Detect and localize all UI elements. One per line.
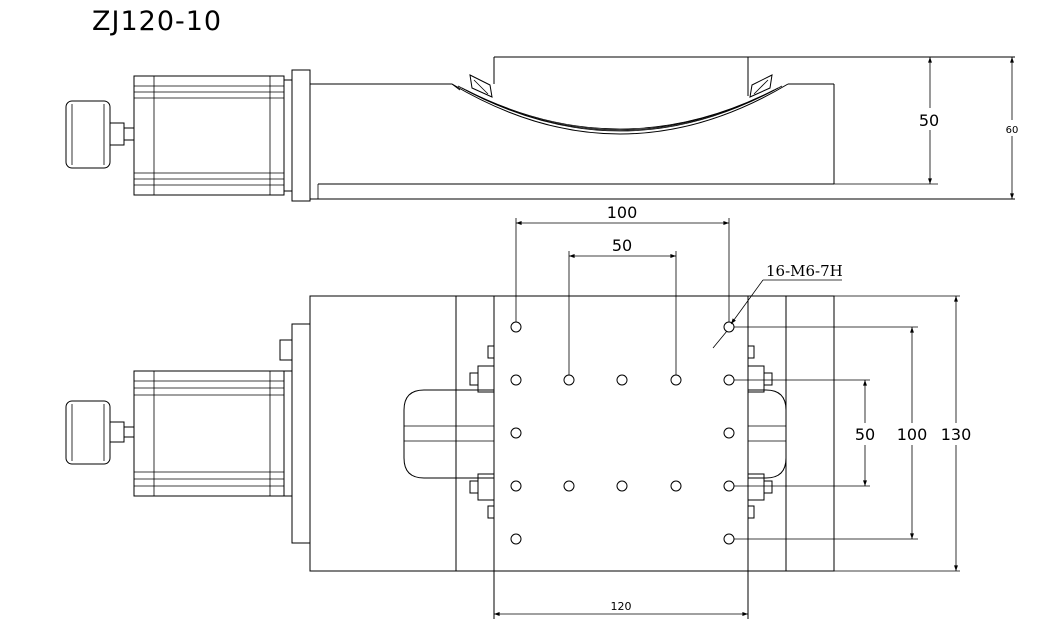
- hole: [563, 480, 575, 492]
- top-knob: [65, 400, 135, 465]
- hole: [723, 480, 735, 492]
- hole: [670, 480, 682, 492]
- hole: [616, 374, 628, 386]
- hole: [510, 533, 522, 545]
- dim-right-100: 100: [897, 425, 928, 444]
- thread-callout: 16-M6-7H: [766, 262, 843, 280]
- hole: [616, 480, 628, 492]
- side-base: [310, 83, 1015, 200]
- dim-right-130: 130: [941, 425, 972, 444]
- hole: [510, 321, 522, 333]
- top-table: [493, 296, 749, 619]
- drawing-title: ZJ120-10: [92, 6, 223, 37]
- side-knob: [65, 100, 135, 169]
- hole: [723, 374, 735, 386]
- top-base: [309, 295, 960, 572]
- dim-side-60: 60: [1006, 125, 1019, 136]
- side-table: [451, 56, 1015, 135]
- dim-right-50: 50: [855, 425, 875, 444]
- hole: [563, 374, 575, 386]
- top-motor: [133, 323, 311, 544]
- side-view: [65, 56, 1015, 202]
- dimension-labels: 50 60 100 50 16-M6-7H 50 100 130 120: [607, 108, 1024, 613]
- hole: [723, 533, 735, 545]
- side-motor: [133, 69, 311, 202]
- dim-top-50: 50: [612, 236, 632, 255]
- dim-top-100: 100: [607, 203, 638, 222]
- hole: [510, 480, 522, 492]
- mounting-holes: [510, 321, 735, 545]
- dim-side-50: 50: [919, 111, 939, 130]
- hole: [723, 427, 735, 439]
- hole: [723, 321, 735, 333]
- dim-bottom-120: 120: [611, 600, 632, 613]
- hole: [510, 427, 522, 439]
- hole: [670, 374, 682, 386]
- hole: [510, 374, 522, 386]
- top-dimensions: [493, 218, 958, 616]
